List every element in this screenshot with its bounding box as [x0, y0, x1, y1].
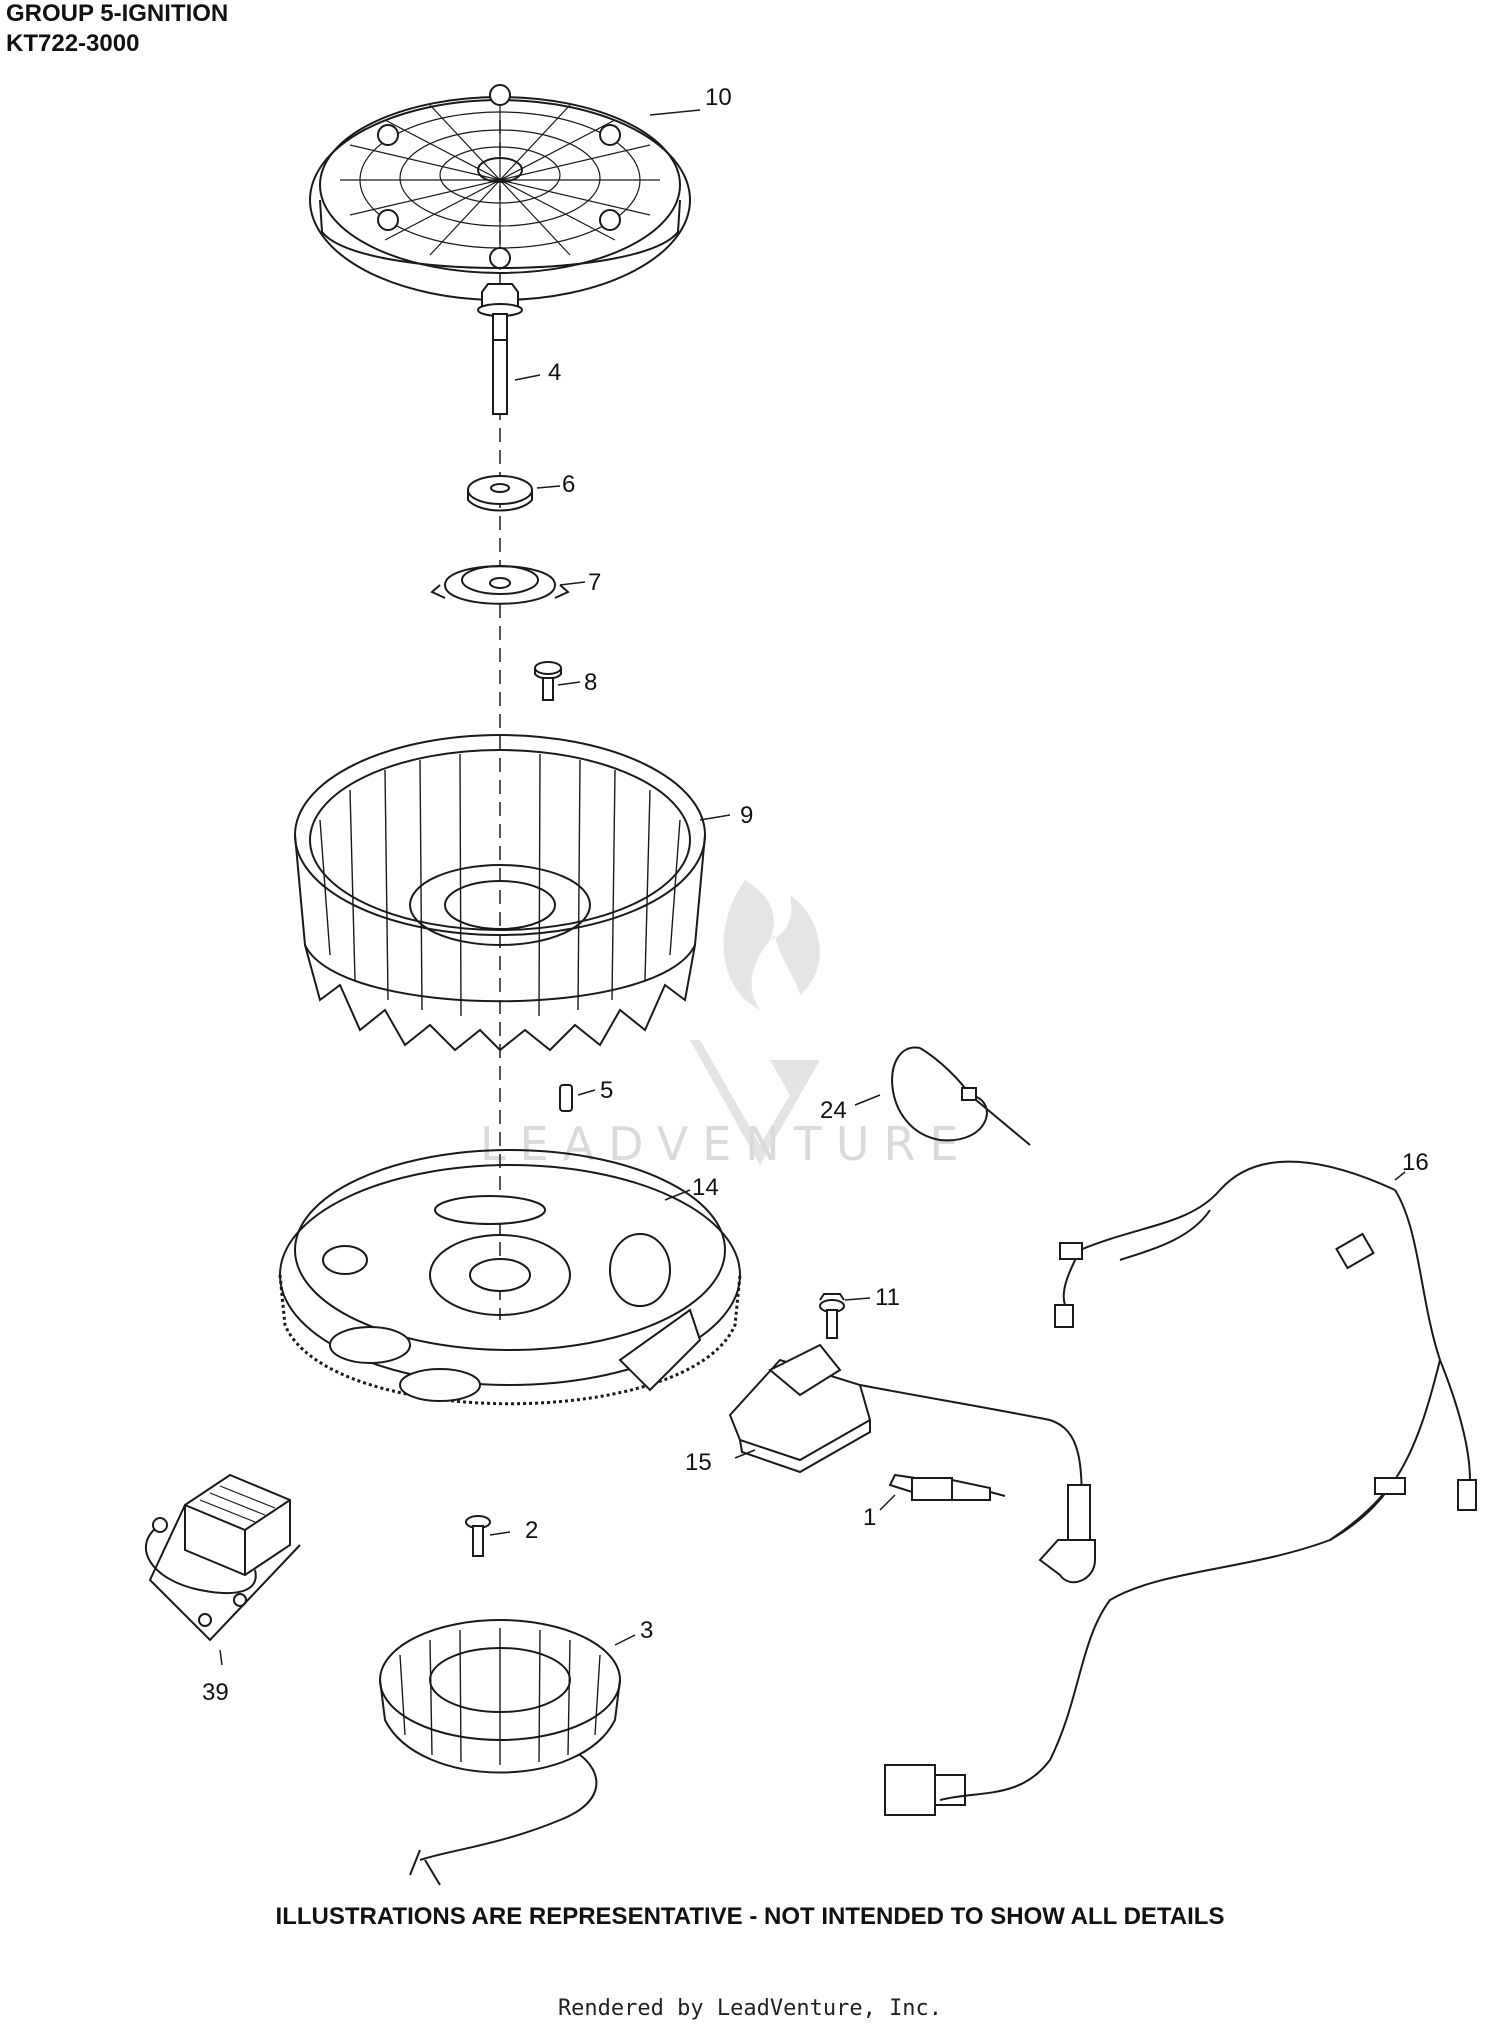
part-15-ignition-module [728, 1343, 1096, 1584]
callout-1: 1 [863, 1504, 876, 1531]
part-4-bolt [477, 283, 523, 415]
footer-credit: Rendered by LeadVenture, Inc. [557, 1996, 943, 2021]
callout-24: 24 [820, 1097, 847, 1124]
watermark-logo: LEADVENTURE [480, 880, 973, 1171]
part-2-screw [465, 1515, 491, 1557]
callout-8: 8 [584, 669, 597, 696]
part-10-fan-screen [309, 84, 691, 301]
model-number: KT722-3000 [6, 30, 140, 57]
leader-lines [219, 109, 1406, 1666]
callout-15: 15 [685, 1449, 712, 1476]
callout-10: 10 [705, 84, 732, 111]
part-3-stator [379, 1619, 621, 1886]
callout-11: 11 [875, 1284, 900, 1311]
part-7-retainer [430, 565, 570, 605]
callout-labels: 10 4 6 7 8 9 5 24 14 16 11 15 1 2 3 39 [202, 84, 1429, 1706]
callout-3: 3 [640, 1617, 653, 1644]
callout-7: 7 [588, 569, 601, 596]
group-title: GROUP 5-IGNITION [6, 0, 229, 27]
callout-9: 9 [740, 802, 753, 829]
disclaimer-text: ILLUSTRATIONS ARE REPRESENTATIVE - NOT I… [275, 1903, 1225, 1930]
part-8-screw [534, 661, 562, 701]
part-11-bolt [819, 1293, 845, 1339]
part-16-wiring-harness [884, 1160, 1477, 1816]
part-24-cable-tie [891, 1046, 1031, 1146]
callout-39: 39 [202, 1679, 229, 1706]
part-6-washer [467, 475, 533, 512]
part-5-key [559, 1084, 573, 1112]
part-39-regulator [144, 1473, 301, 1642]
callout-14: 14 [692, 1174, 719, 1201]
part-14-ring-gear-flywheel [278, 1149, 742, 1406]
callout-2: 2 [525, 1517, 538, 1544]
callout-6: 6 [562, 471, 575, 498]
part-1-spark-plug [888, 1473, 1006, 1501]
part-9-flywheel-fan [294, 734, 706, 1052]
callout-4: 4 [548, 359, 561, 386]
callout-16: 16 [1402, 1149, 1429, 1176]
callout-5: 5 [600, 1077, 613, 1104]
watermark-text: LEADVENTURE [480, 1117, 973, 1171]
